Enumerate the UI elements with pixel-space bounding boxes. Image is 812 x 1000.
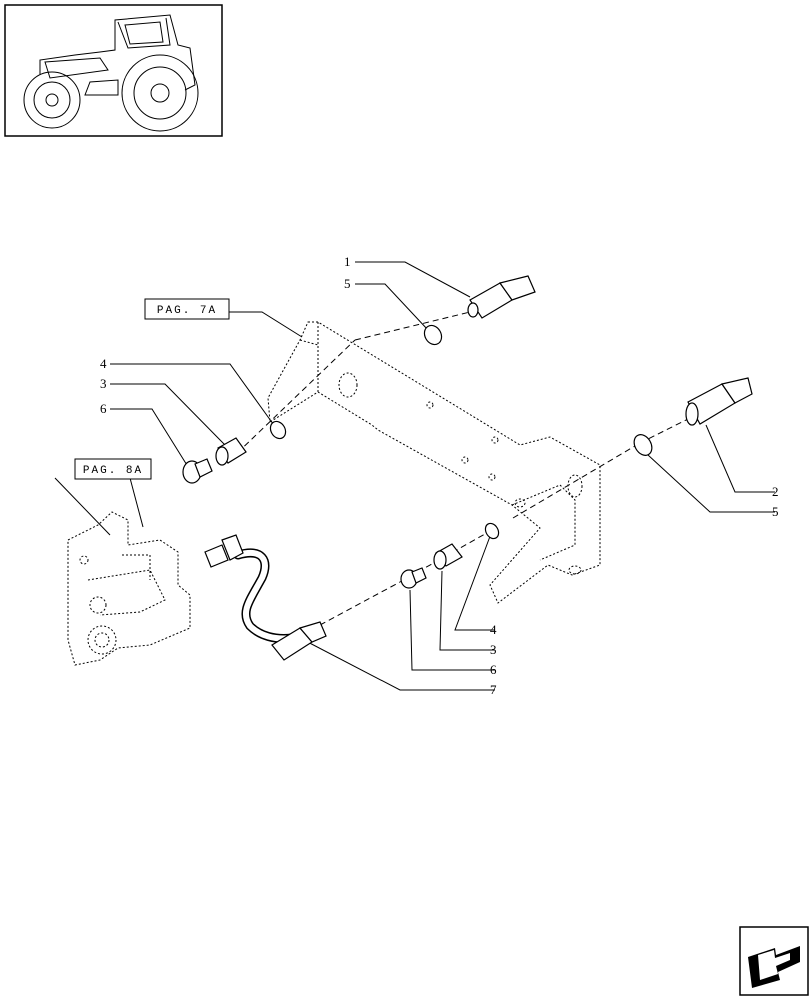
part-4-o-ring-left	[269, 420, 287, 440]
svg-text:PAG. 8A: PAG. 8A	[83, 465, 143, 477]
part-2-quick-coupler	[685, 377, 753, 426]
mounting-bracket	[267, 321, 601, 604]
callout-3-left: 3	[100, 376, 107, 391]
callout-5-top: 5	[344, 276, 351, 291]
callout-7: 7	[490, 682, 497, 697]
callout-6-mid: 6	[490, 662, 497, 677]
callout-5-right: 5	[772, 504, 779, 519]
callout-labels: 1 5 4 3 6 2 5 4 3 6 7	[100, 254, 779, 697]
part-5-o-ring-top	[423, 324, 443, 346]
callout-4-mid: 4	[490, 622, 497, 637]
part-5-o-ring-right	[633, 434, 653, 456]
callout-4-left: 4	[100, 356, 107, 371]
assembly-axes	[229, 311, 691, 626]
part-7-pipe	[204, 534, 327, 661]
callout-2-right: 2	[772, 484, 779, 499]
callout-6-left: 6	[100, 401, 107, 416]
pag-8a-reference: PAG. 8A	[74, 458, 152, 480]
part-3-adapter-mid	[433, 543, 463, 570]
next-page-arrow-icon[interactable]	[739, 926, 809, 996]
part-6-plug-mid	[400, 567, 427, 589]
svg-text:PAG. 7A: PAG. 7A	[157, 305, 217, 317]
leader-lines	[54, 261, 775, 691]
part-1-fitting	[467, 275, 536, 319]
part-6-plug-left	[182, 458, 213, 484]
tractor-thumbnail	[4, 4, 223, 137]
callout-3-mid: 3	[490, 642, 497, 657]
callout-1: 1	[344, 254, 351, 269]
part-4-o-ring-mid	[484, 522, 500, 540]
valve-body	[67, 511, 191, 666]
tractor-icon	[23, 14, 199, 132]
part-3-adapter-left	[215, 437, 247, 466]
pag-7a-reference: PAG. 7A	[144, 298, 230, 320]
